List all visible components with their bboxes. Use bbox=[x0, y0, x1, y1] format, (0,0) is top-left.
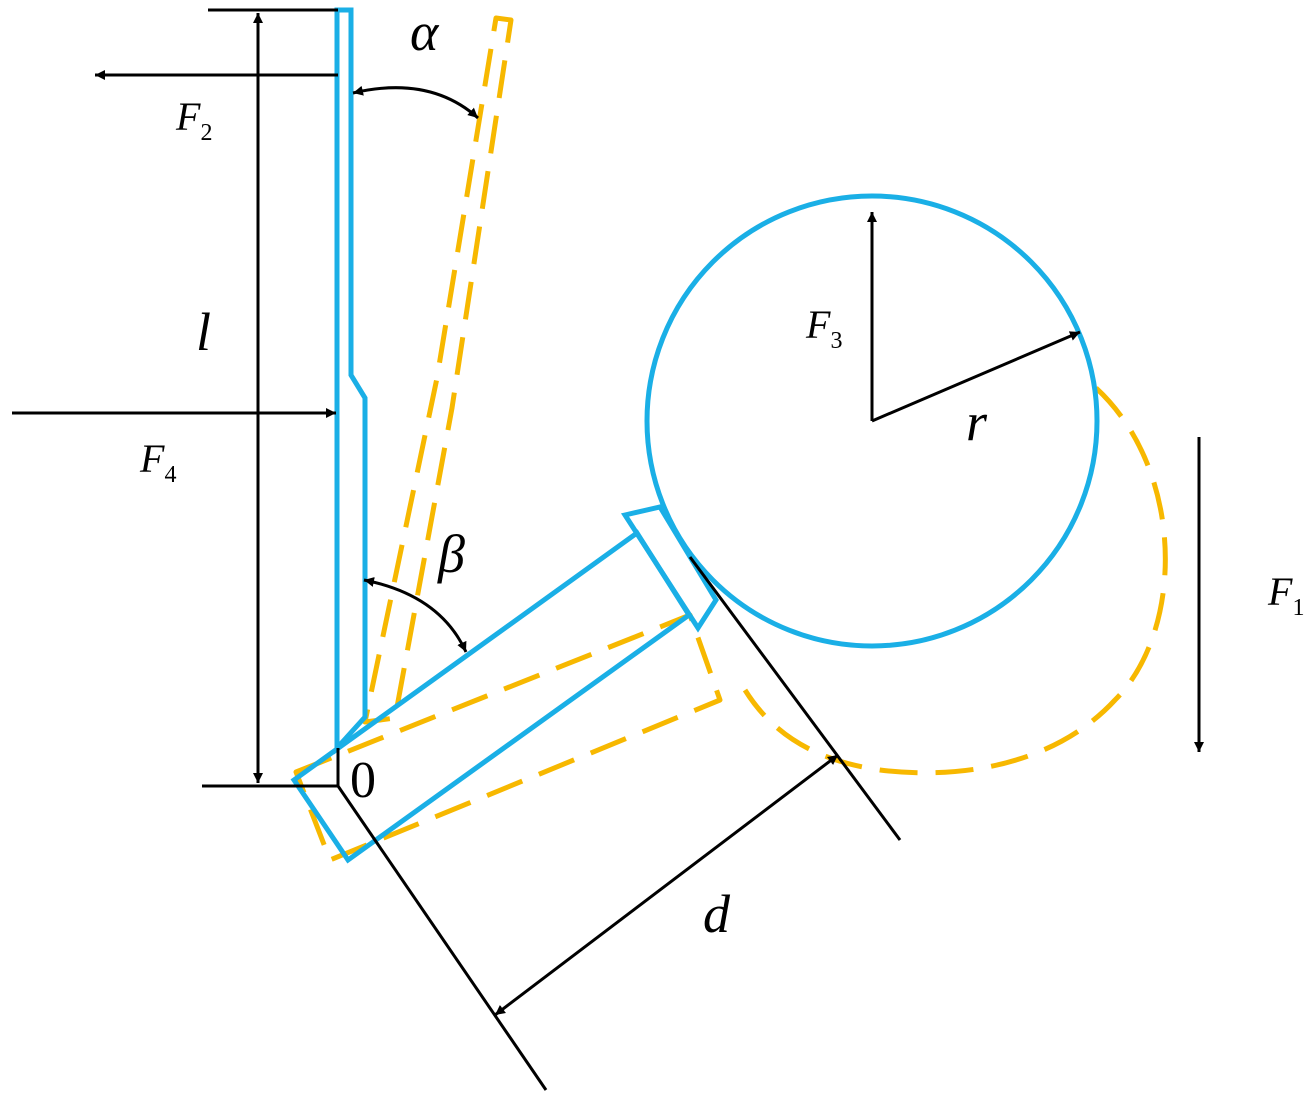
displaced-roller bbox=[742, 386, 1168, 776]
f1-label: F1 bbox=[1267, 569, 1304, 621]
annotations bbox=[12, 8, 1204, 1091]
f3-label: F3 bbox=[805, 302, 842, 354]
arm-body bbox=[290, 529, 693, 864]
lever-body bbox=[334, 7, 368, 755]
d-extension-left bbox=[336, 785, 548, 1091]
arm-clamp-tab bbox=[620, 504, 719, 633]
alpha-label: α bbox=[410, 2, 440, 62]
displaced-arm bbox=[293, 612, 723, 863]
d-extension-right bbox=[688, 556, 902, 841]
roller-circle bbox=[644, 193, 1100, 649]
alpha-arc bbox=[352, 85, 480, 120]
f3-label-subscript: 3 bbox=[830, 328, 842, 354]
current-configuration bbox=[290, 7, 1100, 864]
f1-label-subscript: 1 bbox=[1292, 595, 1304, 621]
f4-label-subscript: 4 bbox=[164, 462, 176, 488]
displaced-lever bbox=[362, 15, 514, 725]
d-label: d bbox=[703, 884, 731, 944]
f2-label: F2 bbox=[175, 94, 212, 146]
beta-label: β bbox=[437, 524, 465, 584]
d-dimension-line bbox=[494, 753, 839, 1017]
f2-label-subscript: 2 bbox=[200, 120, 212, 146]
displaced-configuration bbox=[293, 15, 1168, 863]
r-label: r bbox=[966, 392, 988, 452]
labels: α β l r d 0 F2 F4 F3 F1 bbox=[139, 2, 1304, 944]
f3-label-base: F bbox=[805, 302, 831, 347]
radius-arrow bbox=[871, 330, 1081, 423]
f4-label-base: F bbox=[139, 436, 165, 481]
beta-arc bbox=[363, 577, 468, 653]
l-label: l bbox=[196, 302, 211, 362]
origin-label: 0 bbox=[350, 752, 376, 809]
f4-label: F4 bbox=[139, 436, 176, 488]
f1-label-base: F bbox=[1267, 569, 1293, 614]
f2-label-base: F bbox=[175, 94, 201, 139]
